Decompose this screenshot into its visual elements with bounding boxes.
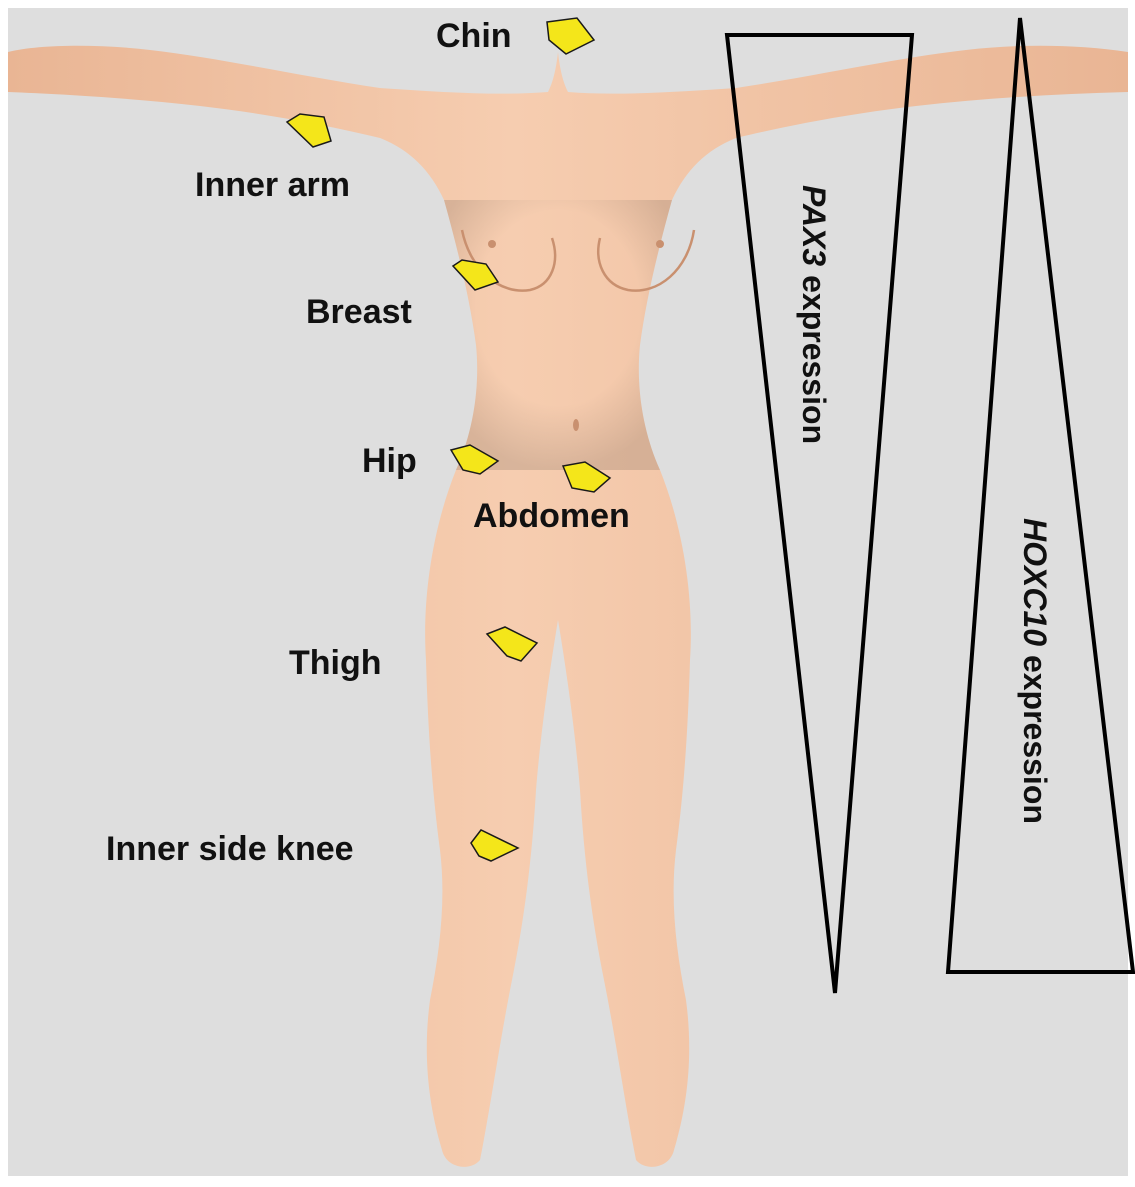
hip-label: Hip (362, 442, 417, 480)
hoxc10-expression-label: HOXC10 expression (1017, 518, 1053, 824)
inner-arm-label: Inner arm (195, 166, 350, 204)
abdomen-label: Abdomen (473, 497, 630, 535)
pax3-expression-label: PAX3 expression (796, 185, 832, 444)
chin-label: Chin (436, 17, 512, 55)
thigh-label: Thigh (289, 644, 382, 682)
breast-label: Breast (306, 293, 412, 331)
inner-side-knee-label: Inner side knee (106, 830, 354, 868)
